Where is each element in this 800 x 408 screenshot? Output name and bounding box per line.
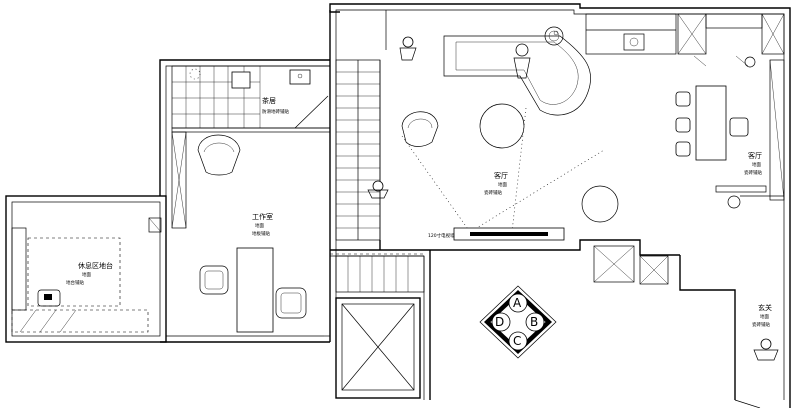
study-title: 工作室 <box>252 212 273 221</box>
bathroom-title: 茶居 <box>262 96 276 105</box>
plant-pot-icon <box>727 195 741 209</box>
bathroom-note: 防滑地砖铺贴 <box>262 108 289 115</box>
study-note1: 地面 <box>255 222 264 229</box>
elevator-shaft <box>335 297 421 399</box>
compass-d: D <box>495 315 504 329</box>
foyer-note2: 瓷砖铺贴 <box>752 321 770 328</box>
foyer: 玄关 地面 瓷砖铺贴 <box>734 303 779 408</box>
compass-b: B <box>530 315 538 329</box>
kitchen-note2: 瓷砖铺贴 <box>744 169 762 176</box>
coffee-table <box>479 103 525 149</box>
person-walking-icon <box>367 180 389 199</box>
lounge-chair-icon <box>401 111 439 147</box>
chair-left-icon <box>199 265 229 295</box>
kitchen-title: 客厅 <box>748 151 762 160</box>
floor-cushion-icon <box>37 289 61 307</box>
sofa-icon <box>443 35 592 116</box>
kitchen-dining: 客厅 地面 瓷砖铺贴 <box>585 13 785 209</box>
living-title: 客厅 <box>494 171 508 180</box>
living-note1: 地面 <box>498 181 507 188</box>
person-icon <box>513 43 531 79</box>
bathroom: 茶居 防滑地砖铺贴 <box>171 65 331 133</box>
toilet-icon <box>231 71 251 89</box>
kitchen-note1: 地面 <box>752 161 761 168</box>
desk <box>236 247 274 333</box>
tv-label: 120寸电视墙 <box>428 232 455 239</box>
person-entering-icon <box>753 338 779 361</box>
shower-icon <box>189 68 201 80</box>
basin-icon <box>289 69 311 85</box>
compass-rosette: A B C D <box>479 285 557 359</box>
armchair-icon <box>197 134 241 176</box>
foyer-note1: 地面 <box>760 313 769 320</box>
bedroom-note1: 地面 <box>82 271 91 278</box>
dining-table <box>695 85 727 161</box>
living-room: 120寸电视墙 客厅 地面 瓷砖铺贴 <box>367 10 619 241</box>
compass-c: C <box>513 334 521 348</box>
compass-a: A <box>513 296 522 310</box>
side-table <box>581 185 619 223</box>
person-seated-icon <box>399 36 417 61</box>
bedroom-platform: 休息区地台 地面 地台铺贴 <box>11 227 149 333</box>
bedroom-title: 休息区地台 <box>78 261 113 270</box>
plant-icon <box>544 26 564 46</box>
bedroom-note2: 地台铺贴 <box>66 279 84 286</box>
outer-walls <box>5 3 791 408</box>
study-room: 工作室 地面 地板铺贴 <box>148 131 307 333</box>
storage-cabinets <box>593 245 669 285</box>
foyer-title: 玄关 <box>758 303 772 312</box>
dining-chairs <box>675 91 749 157</box>
plant-small-icon <box>744 56 756 68</box>
chair-right-icon <box>275 287 307 319</box>
staircase <box>330 59 425 293</box>
study-note2: 地板铺贴 <box>252 230 270 237</box>
living-note2: 瓷砖铺贴 <box>484 189 502 196</box>
